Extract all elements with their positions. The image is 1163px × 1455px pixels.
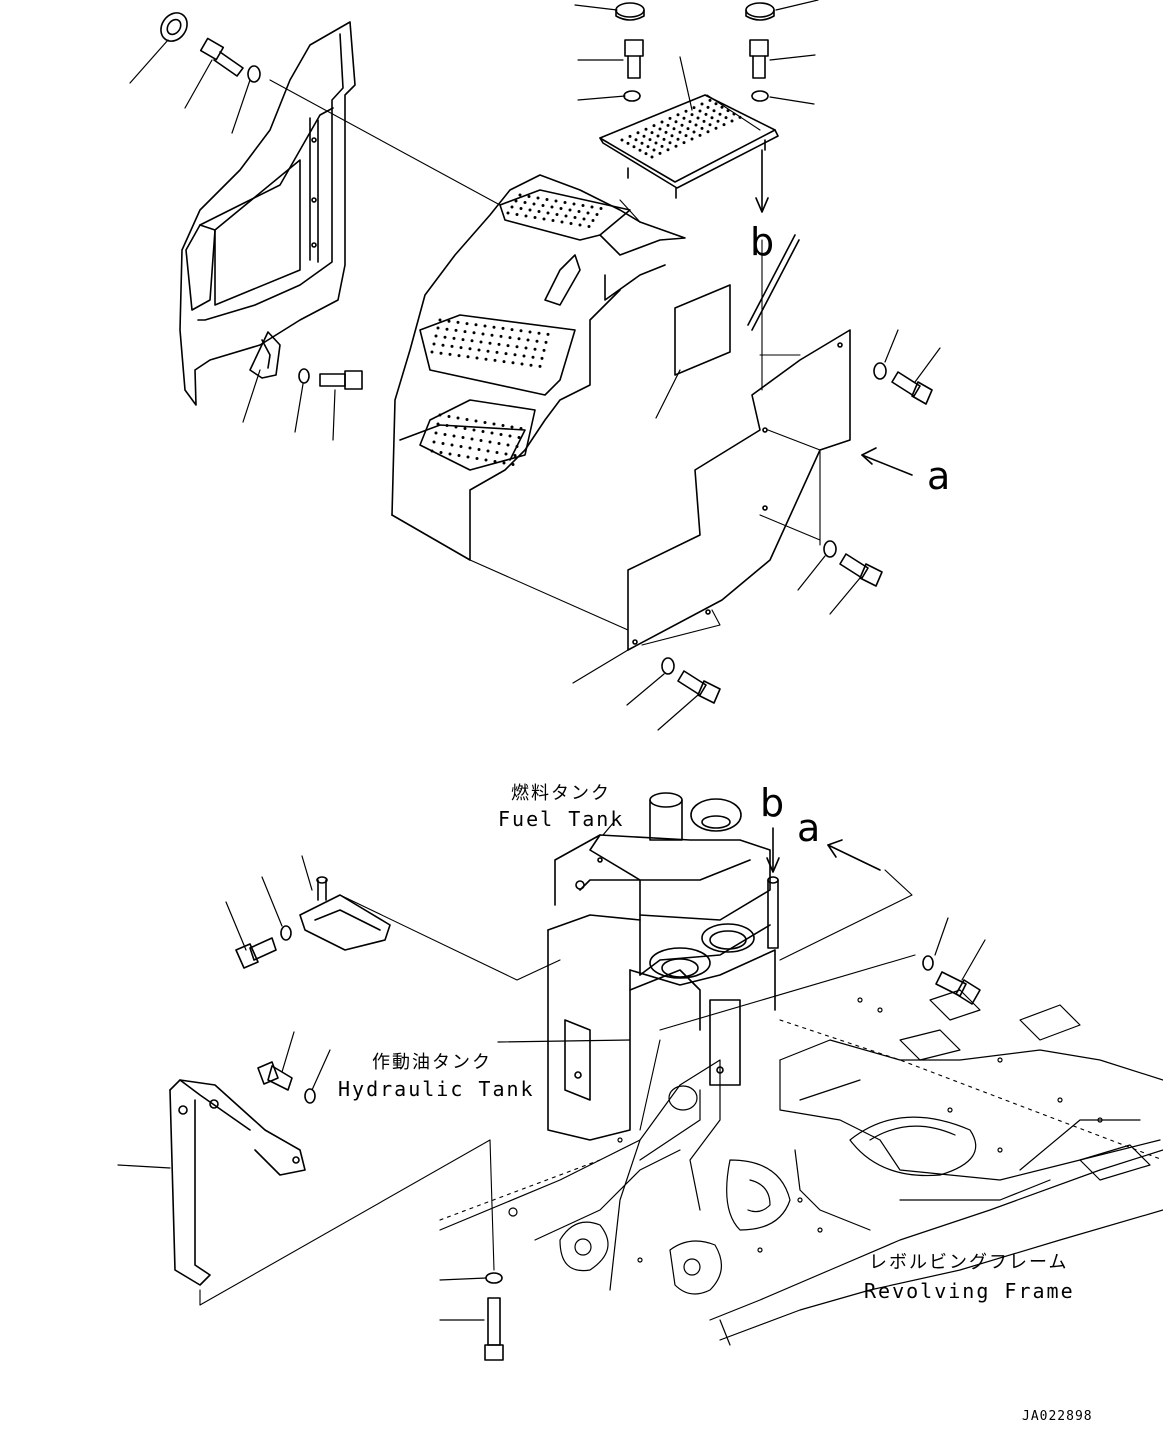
callout-a-bottom: a (797, 806, 821, 850)
small-bracket (249, 331, 281, 379)
bolt-frame-bottom (484, 1297, 504, 1361)
fuel-tank (554, 792, 771, 921)
washer-frame-bottom (485, 1272, 503, 1284)
bracket-mount (299, 876, 391, 951)
guide-lines-bottom (199, 869, 916, 1306)
arrow-a-bottom (827, 839, 881, 871)
perforation-dots-plate (620, 98, 742, 159)
revolving-frame-dashes (439, 1019, 1163, 1221)
fuel-tank-label-en: Fuel Tank (498, 807, 625, 831)
top-bolts (624, 39, 769, 79)
leader-lines-top (129, 0, 941, 731)
hydraulic-tank (547, 857, 779, 1141)
washer-top-center-right (751, 90, 769, 102)
washer-bottom-right (922, 955, 934, 971)
washer-bracket-mount (280, 925, 292, 941)
frame-bracket (169, 1079, 306, 1286)
hydraulic-tank-label-jp: 作動油タンク (372, 1052, 492, 1073)
bolt-rear-bottom (677, 670, 721, 704)
stepped-cover (391, 174, 686, 561)
callout-b-bottom: b (760, 781, 785, 825)
revolving-frame-label-jp: レボルビングフレーム (869, 1252, 1069, 1273)
cap-part (160, 12, 188, 42)
bolt-frame-bracket (257, 1061, 293, 1091)
guide-lines-top (269, 79, 851, 646)
pad-part (674, 284, 731, 376)
callout-a-top: a (927, 454, 951, 498)
callout-b-top: b (750, 220, 775, 264)
washer-rear-right (873, 362, 887, 380)
side-cover-panel (179, 21, 356, 406)
arrow-a-top (861, 447, 913, 476)
washer-bracket (298, 368, 310, 384)
leader-lines-bottom (117, 821, 986, 1321)
bolt-bracket-mount (235, 937, 277, 969)
strip-part (747, 234, 800, 331)
bolt-top-left (199, 37, 244, 77)
fuel-tank-label-jp: 燃料タンク (511, 783, 611, 804)
bolt-bottom-right (935, 971, 981, 1005)
washer-top-center-left (623, 90, 641, 102)
washer-rear-bottom (661, 657, 675, 675)
perforated-plate (599, 94, 779, 199)
revolving-frame-label-en: Revolving Frame (864, 1279, 1075, 1303)
washer-top-left (247, 65, 261, 83)
revolving-frame (439, 989, 1163, 1346)
arrow-b-bottom (766, 827, 780, 873)
bolt-rear-right (891, 371, 933, 405)
bolt-bracket (319, 370, 363, 390)
rear-panel (627, 329, 851, 651)
arrow-to-b (755, 149, 769, 213)
hydraulic-tank-label-en: Hydraulic Tank (338, 1077, 535, 1101)
washer-rear-mid (823, 540, 837, 558)
washer-frame-bracket (304, 1088, 316, 1104)
drawing-id: JA022898 (1022, 1409, 1093, 1424)
perforation-dots-steps (430, 193, 603, 466)
top-caps (615, 2, 775, 21)
bolt-rear-mid (839, 553, 883, 587)
